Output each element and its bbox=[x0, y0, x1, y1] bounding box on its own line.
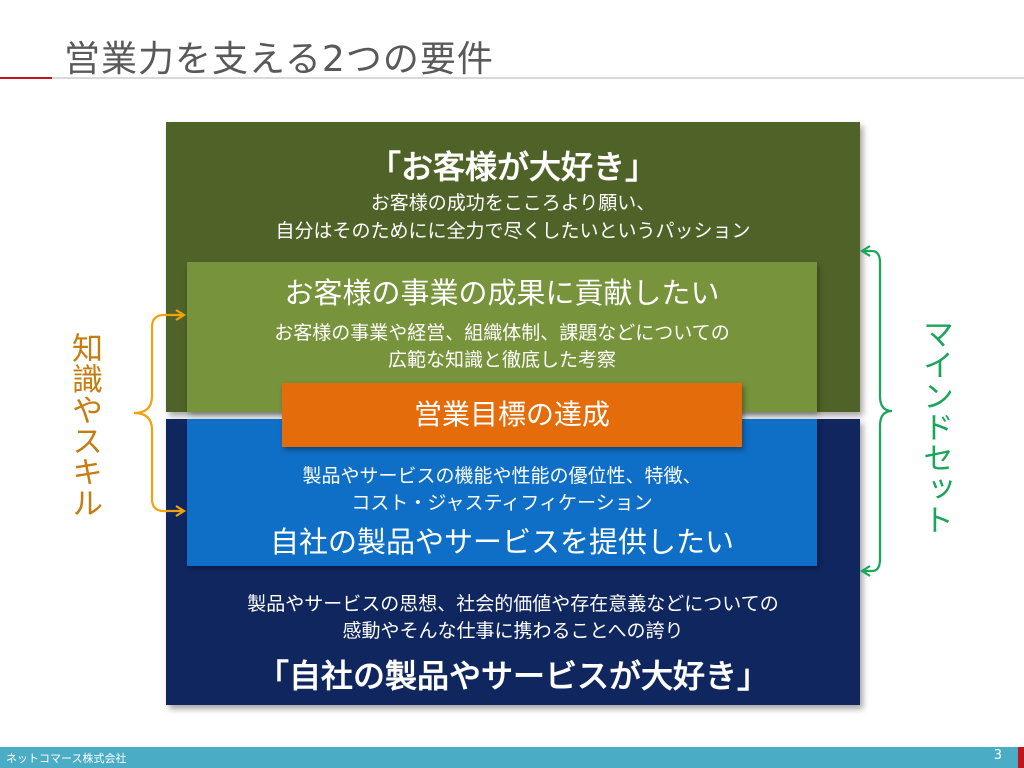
customer-love-line-1: お客様の成功をこころより願い、 bbox=[370, 192, 656, 214]
customer-love-heading: 「お客様が大好き」 bbox=[368, 148, 657, 186]
knowledge-skill-label: 知識やスキル bbox=[66, 332, 102, 518]
page-title: 営業力を支える2つの要件 bbox=[64, 39, 494, 80]
footer-bar: ネットコマース株式会社 3 bbox=[0, 747, 1024, 768]
customer-contribution-line-2: 広範な知識と徹底した考察 bbox=[387, 349, 616, 371]
product-provision-line-1: 製品やサービスの機能や性能の優位性、特徴、 bbox=[302, 465, 702, 487]
customer-contribution-heading: お客様の事業の成果に貢献したい bbox=[284, 276, 720, 310]
mindset-label: マインドセット bbox=[917, 318, 953, 535]
customer-contribution-line-1: お客様の事業や経営、組織体制、課題などについての bbox=[274, 322, 730, 344]
product-love-line-1: 製品やサービスの思想、社会的価値や存在意義などについての bbox=[247, 593, 779, 615]
product-love-line-2: 感動やそんな仕事に携わることへの誇り bbox=[342, 620, 684, 642]
title-rule-accent bbox=[0, 77, 52, 79]
customer-love-line-2: 自分はそのためにに全力で尽くしたいというパッション bbox=[275, 220, 751, 242]
product-love-heading: 「自社の製品やサービスが大好き」 bbox=[256, 657, 769, 695]
title-rule bbox=[0, 77, 1024, 79]
sales-goal-box: 営業目標の達成 bbox=[282, 383, 742, 447]
product-provision-line-2: コスト・ジャスティフィケーション bbox=[351, 492, 653, 514]
knowledge-brace bbox=[133, 309, 187, 517]
footer-accent bbox=[1018, 747, 1024, 768]
footer-company: ネットコマース株式会社 bbox=[6, 752, 127, 765]
product-provision-heading: 自社の製品やサービスを提供したい bbox=[269, 525, 734, 559]
mindset-brace bbox=[859, 245, 893, 577]
page-number: 3 bbox=[993, 748, 1002, 763]
